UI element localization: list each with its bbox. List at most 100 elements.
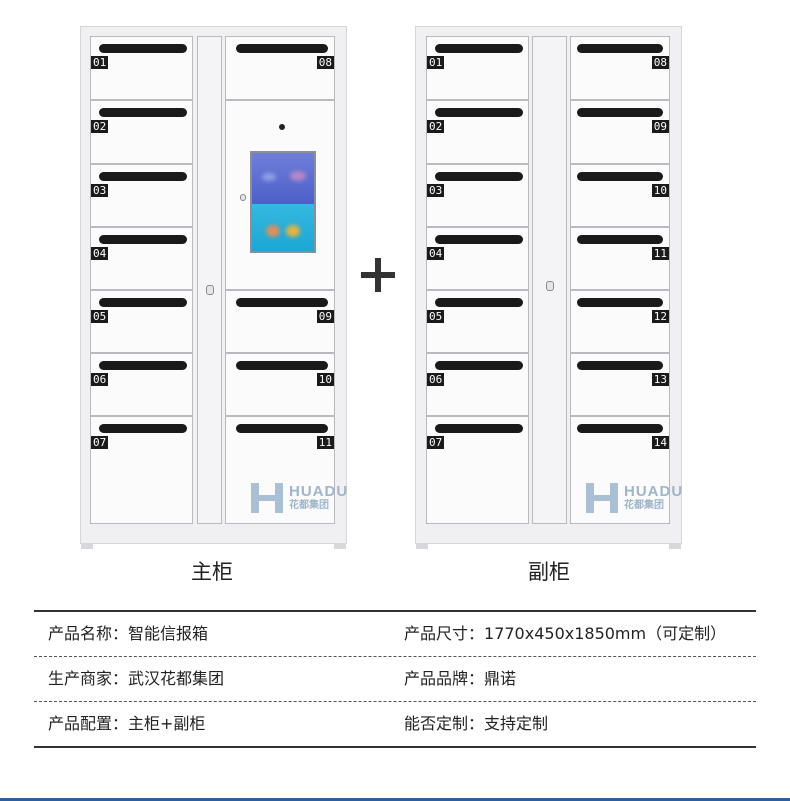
door-number: 09 [316, 310, 334, 323]
mail-slot [577, 235, 663, 244]
center-column [197, 36, 222, 524]
mail-slot [99, 108, 187, 117]
mail-slot [236, 424, 328, 433]
brand-name-en: HUADU [624, 483, 684, 500]
mail-slot [435, 424, 523, 433]
spec-label: 生产商家： [48, 669, 129, 688]
main-cabinet-caption: 主柜 [191, 560, 233, 584]
sub-door-13[interactable]: 13 [570, 353, 670, 416]
door-number: 02 [427, 120, 445, 133]
touch-screen[interactable] [250, 151, 316, 253]
mail-slot [236, 298, 328, 307]
door-number: 11 [651, 247, 669, 260]
door-number: 08 [651, 56, 669, 69]
spec-value: 智能信报箱 [128, 624, 209, 643]
mail-slot [577, 108, 663, 117]
door-number: 10 [651, 184, 669, 197]
main-cabinet: 01 02 03 04 05 06 07 08 [80, 26, 347, 549]
door-number: 13 [651, 373, 669, 386]
sub-door-03[interactable]: 03 [426, 164, 529, 227]
mail-slot [99, 44, 187, 53]
sub-door-09[interactable]: 09 [570, 100, 670, 164]
mail-slot [577, 44, 663, 53]
spec-row: 生产商家：武汉花都集团 产品品牌：鼎诺 [34, 656, 756, 701]
spec-label: 产品名称： [48, 624, 129, 643]
mail-slot [236, 44, 328, 53]
door-number: 04 [91, 247, 109, 260]
spec-row: 产品名称：智能信报箱 产品尺寸：1770x450x1850mm（可定制） [34, 612, 756, 656]
mail-slot [577, 424, 663, 433]
main-door-07[interactable]: 07 [90, 416, 193, 524]
door-number: 06 [427, 373, 445, 386]
spec-value: 主柜+副柜 [128, 714, 206, 733]
door-number: 09 [651, 120, 669, 133]
mail-slot [99, 298, 187, 307]
door-number: 03 [91, 184, 109, 197]
door-number: 05 [427, 310, 445, 323]
spec-table: 产品名称：智能信报箱 产品尺寸：1770x450x1850mm（可定制） 生产商… [34, 610, 756, 748]
main-door-10[interactable]: 10 [225, 353, 335, 416]
brand-watermark: HUADU 花都集团 [251, 483, 348, 513]
brand-name-en: HUADU [289, 483, 349, 500]
brand-watermark: HUADU 花都集团 [586, 483, 683, 513]
sub-door-08[interactable]: 08 [570, 36, 670, 100]
sub-door-05[interactable]: 05 [426, 290, 529, 353]
mail-slot [435, 108, 523, 117]
door-number: 07 [91, 436, 109, 449]
sub-cabinet: 01 02 03 04 05 06 07 08 09 10 11 [415, 26, 682, 549]
door-number: 12 [651, 310, 669, 323]
mail-slot [99, 235, 187, 244]
main-door-03[interactable]: 03 [90, 164, 193, 227]
door-number: 05 [91, 310, 109, 323]
spec-label: 产品尺寸： [404, 624, 485, 643]
main-door-05[interactable]: 05 [90, 290, 193, 353]
door-number: 10 [316, 373, 334, 386]
mail-slot [577, 172, 663, 181]
spec-row: 产品配置：主柜+副柜 能否定制：支持定制 [34, 701, 756, 746]
main-door-01[interactable]: 01 [90, 36, 193, 100]
screen-panel [225, 100, 335, 290]
sub-door-12[interactable]: 12 [570, 290, 670, 353]
mail-slot [435, 172, 523, 181]
mail-slot [577, 298, 663, 307]
spec-label: 产品品牌： [404, 669, 485, 688]
door-number: 01 [91, 56, 109, 69]
mail-slot [435, 44, 523, 53]
sub-door-10[interactable]: 10 [570, 164, 670, 227]
door-number: 03 [427, 184, 445, 197]
sub-door-01[interactable]: 01 [426, 36, 529, 100]
sub-door-02[interactable]: 02 [426, 100, 529, 164]
mail-slot [99, 424, 187, 433]
mail-slot [435, 361, 523, 370]
sub-cabinet-caption: 副柜 [528, 560, 570, 584]
huadu-logo-icon [586, 483, 620, 513]
mail-slot [577, 361, 663, 370]
spec-value: 支持定制 [484, 714, 549, 733]
mail-slot [99, 361, 187, 370]
camera-icon [279, 124, 285, 130]
sub-door-11[interactable]: 11 [570, 227, 670, 290]
main-door-04[interactable]: 04 [90, 227, 193, 290]
door-number: 02 [91, 120, 109, 133]
spec-value: 鼎诺 [484, 669, 517, 688]
spec-value: 1770x450x1850mm（可定制） [484, 624, 727, 643]
mail-slot [99, 172, 187, 181]
main-door-06[interactable]: 06 [90, 353, 193, 416]
door-number: 04 [427, 247, 445, 260]
lock-icon [240, 194, 246, 201]
door-number: 01 [427, 56, 445, 69]
main-door-09[interactable]: 09 [225, 290, 335, 353]
lock-icon [206, 285, 214, 295]
main-door-08[interactable]: 08 [225, 36, 335, 100]
sub-door-06[interactable]: 06 [426, 353, 529, 416]
spec-label: 能否定制： [404, 714, 485, 733]
spec-label: 产品配置： [48, 714, 129, 733]
brand-name-cn: 花都集团 [289, 500, 329, 511]
mail-slot [435, 298, 523, 307]
main-door-02[interactable]: 02 [90, 100, 193, 164]
sub-door-07[interactable]: 07 [426, 416, 529, 524]
sub-door-04[interactable]: 04 [426, 227, 529, 290]
door-number: 11 [316, 436, 334, 449]
spec-value: 武汉花都集团 [128, 669, 225, 688]
footer-divider [0, 798, 790, 801]
